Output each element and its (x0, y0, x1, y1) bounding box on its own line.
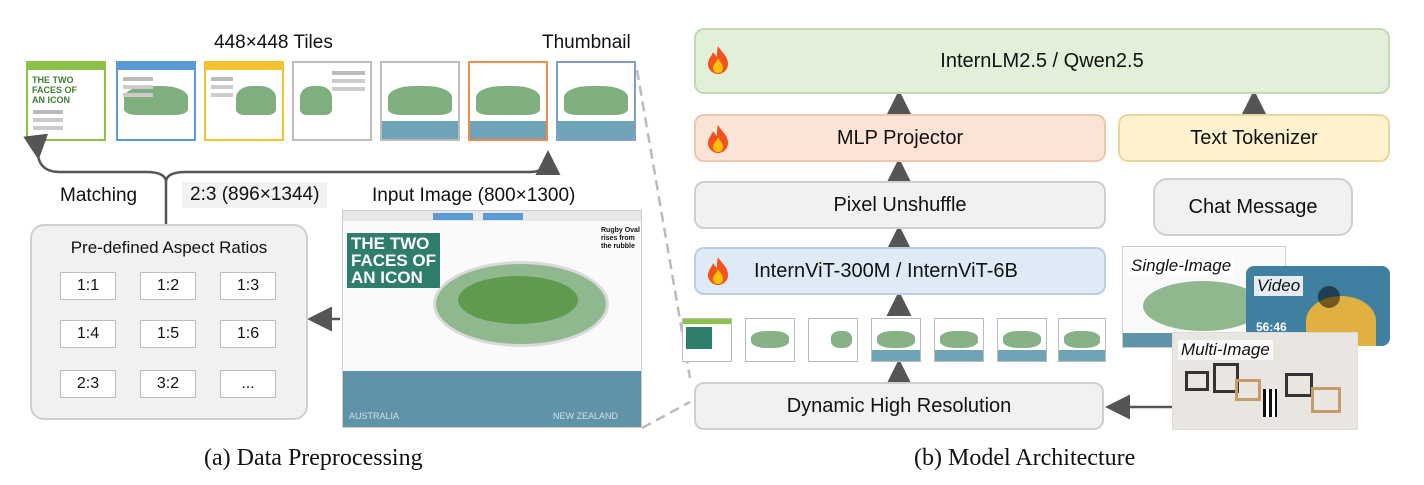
input-tile-7 (1058, 318, 1106, 362)
tile-5 (380, 61, 460, 141)
video-label: Video (1254, 276, 1304, 296)
input-image: THE TWO FACES OF AN ICON Rugby Oval rise… (342, 210, 642, 428)
caption-left: (a) Data Preprocessing (204, 445, 423, 471)
tile-7 (556, 61, 636, 141)
poster-headline-3: AN ICON (351, 268, 423, 287)
tile-1-headline-1: THE TWO (32, 75, 74, 85)
vit-label: InternViT-300M / InternViT-6B (754, 259, 1018, 282)
fire-icon (708, 257, 728, 285)
caption-right: (b) Model Architecture (914, 445, 1136, 471)
single-image-label: Single-Image (1128, 256, 1235, 276)
fire-icon (708, 46, 728, 74)
tiles-title: 448×448 Tiles (214, 32, 333, 53)
chat-label: Chat Message (1188, 195, 1318, 218)
fire-icon (708, 125, 728, 153)
llm-box: InternLM2.5 / Qwen2.5 (694, 28, 1390, 94)
ratio-1-2: 1:2 (140, 272, 196, 300)
tokenizer-label: Text Tokenizer (1190, 126, 1318, 149)
video-time: 56:46 (1256, 320, 1287, 334)
llm-label: InternLM2.5 / Qwen2.5 (940, 49, 1144, 72)
vit-box: InternViT-300M / InternViT-6B (694, 247, 1106, 295)
ratio-1-1: 1:1 (60, 272, 116, 300)
input-tile-2 (745, 318, 795, 362)
input-tile-5 (934, 318, 984, 362)
input-tile-1 (682, 318, 732, 362)
ratio-3-2: 3:2 (140, 370, 196, 398)
matched-ratio: 2:3 (896×1344) (182, 182, 328, 208)
ratio-1-3: 1:3 (220, 272, 276, 300)
play-icon (1318, 286, 1340, 308)
input-tile-3 (808, 318, 858, 362)
input-tile-4 (871, 318, 921, 362)
ratio-1-4: 1:4 (60, 320, 116, 348)
aspect-ratios-box: Pre-defined Aspect Ratios 1:1 1:2 1:3 1:… (30, 224, 308, 420)
poster-region-1: AUSTRALIA (349, 411, 400, 421)
chat-message-box: Chat Message (1153, 178, 1353, 236)
poster-headline-1: THE TWO (351, 234, 430, 253)
tile-1-headline-2: FACES OF (32, 85, 78, 95)
ratio-1-6: 1:6 (220, 320, 276, 348)
matching-label: Matching (60, 185, 138, 206)
pixel-unshuffle-box: Pixel Unshuffle (694, 181, 1106, 229)
ratio-2-3: 2:3 (60, 370, 116, 398)
poster-side-title: Rugby Oval rises from the rubble (601, 227, 640, 250)
poster-region-2: NEW ZEALAND (553, 411, 619, 421)
pixel-label: Pixel Unshuffle (833, 193, 967, 216)
input-image-label: Input Image (800×1300) (372, 185, 576, 206)
tile-1: THE TWO FACES OF AN ICON (26, 61, 106, 141)
dhr-box: Dynamic High Resolution (694, 382, 1104, 430)
tile-1-headline-3: AN ICON (32, 95, 70, 105)
dhr-label: Dynamic High Resolution (786, 394, 1012, 417)
input-tile-6 (997, 318, 1047, 362)
ratio-more: ... (220, 370, 276, 398)
thumbnail-label: Thumbnail (542, 32, 631, 53)
aspect-title: Pre-defined Aspect Ratios (70, 238, 268, 257)
tile-3 (204, 61, 284, 141)
poster-headline-2: FACES OF (351, 251, 437, 270)
tile-4 (292, 61, 372, 141)
mlp-label: MLP Projector (836, 126, 964, 149)
mlp-projector-box: MLP Projector (694, 114, 1106, 162)
tile-2 (116, 61, 196, 141)
text-tokenizer-box: Text Tokenizer (1118, 114, 1390, 162)
ratio-1-5: 1:5 (140, 320, 196, 348)
multi-image-label: Multi-Image (1178, 340, 1273, 360)
